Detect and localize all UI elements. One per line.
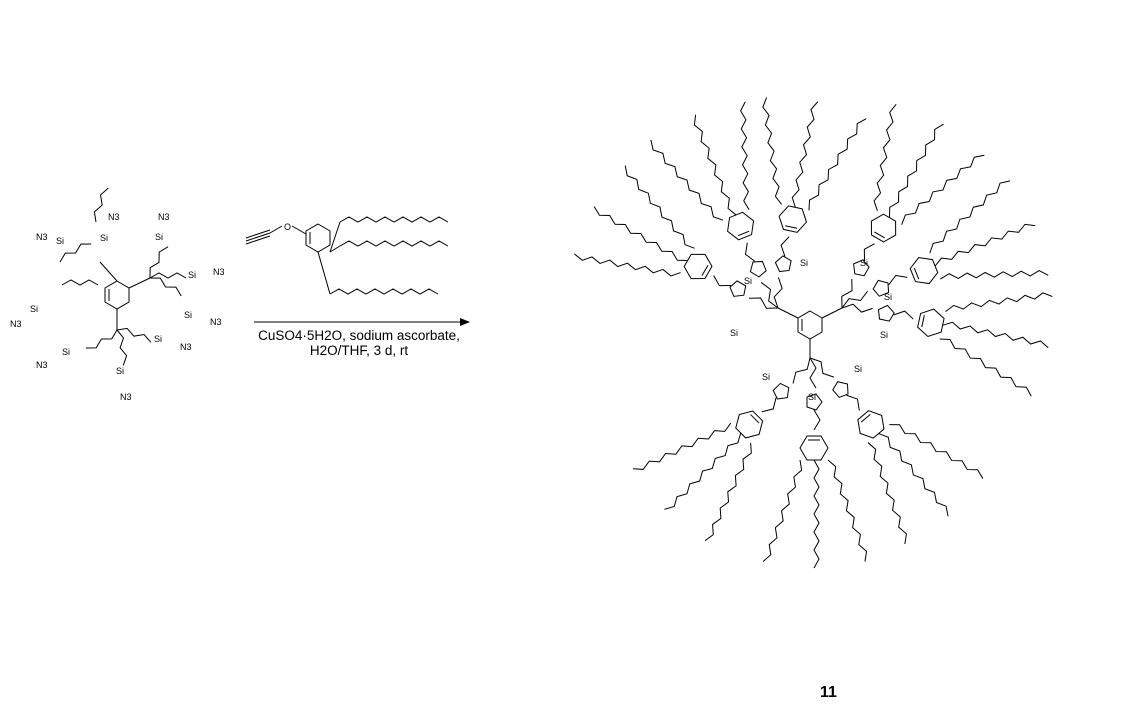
si-label: Si [744,276,752,286]
dendron-arm [644,96,821,331]
si-label: Si [56,236,64,246]
azide-label: N3 [10,319,22,329]
azide-label: N3 [36,360,48,370]
azide-label: N3 [213,267,225,277]
si-label: Si [62,347,70,357]
azide-label: N3 [120,392,132,402]
dendron-arm [820,174,1055,351]
alkyne-reagent: O [245,216,449,295]
azide-label: N3 [108,212,120,222]
conditions-line-2: H2O/THF, 3 d, rt [309,343,409,358]
si-label: Si [188,270,196,280]
core-benzene-ring [104,280,130,310]
compound-number: 11 [820,684,837,701]
oxygen-label: O [284,222,291,232]
dendron-arm [566,162,801,359]
si-label: Si [116,366,124,376]
si-label: Si [184,310,192,320]
product-core-ring [797,310,823,340]
azide-label: N3 [180,342,192,352]
reaction-conditions: CuSO4·5H2O, sodium ascorbate, H2O/THF, 3… [246,328,472,358]
si-label: Si [854,364,862,374]
dendron-arm [774,320,991,549]
si-label: Si [884,292,892,302]
azide-label: N3 [210,317,222,327]
si-label: Si [880,330,888,340]
si-label: Si [800,258,808,268]
si-label: Si [30,304,38,314]
azide-label: N3 [158,212,170,222]
conditions-line-1: CuSO4·5H2O, sodium ascorbate, [258,328,460,343]
peg-arm [339,240,449,247]
dendron-arm [628,325,852,549]
si-label: Si [100,233,108,243]
peg-arm [329,288,439,295]
si-label: Si [762,372,770,382]
si-label: Si [730,328,738,338]
si-label: Si [154,334,162,344]
peg-arm [339,216,449,223]
reaction-arrow [254,318,470,326]
si-label: Si [860,258,868,268]
starting-material: Si N3 Si N3 Si N3 Si N3 Si N3 Si N3 Si N… [10,185,225,402]
azide-label: N3 [36,232,48,242]
si-label: Si [808,392,816,402]
product-dendrimer: Si Si Si Si Si Si Si Si Si [566,90,1059,568]
si-label: Si [155,232,163,242]
dendron-arm [763,358,870,568]
